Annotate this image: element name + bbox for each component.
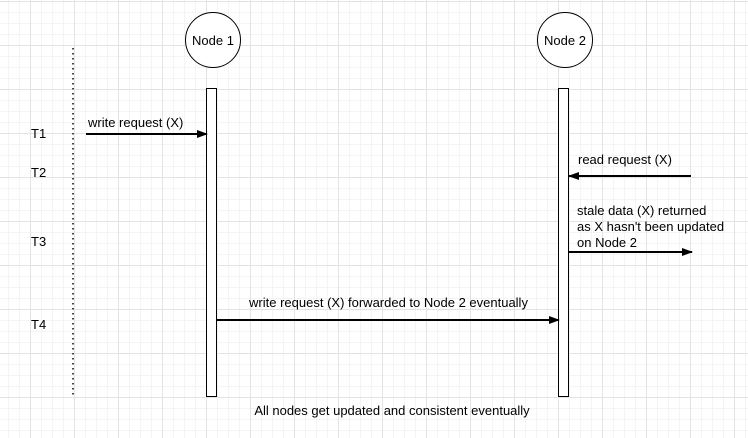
stale-data-line-3: on Node 2 [577,235,637,250]
time-label-t2: T2 [31,165,47,180]
message-arrow-write-request [86,129,208,139]
arrowhead-right-icon [197,129,208,138]
arrow-line [86,133,207,135]
diagram-caption: All nodes get updated and consistent eve… [254,403,530,418]
arrow-line [569,175,691,177]
node-2-label: Node 2 [544,32,586,48]
time-label-t3: T3 [31,234,47,249]
node-2-circle: Node 2 [537,12,593,68]
arrow-line [217,319,559,321]
message-label-write-forwarded: write request (X) forwarded to Node 2 ev… [249,295,528,310]
message-label-write-request: write request (X) [88,115,184,130]
timeline-dotted-line [72,48,74,398]
node-1-circle: Node 1 [185,12,241,68]
arrowhead-right-icon [682,247,693,256]
stale-data-line-2: as X hasn't been updated [577,219,725,234]
arrowhead-right-icon [549,315,560,324]
message-arrow-read-request [568,171,691,181]
node-2-lifeline [558,88,569,397]
node-1-lifeline [206,88,217,397]
message-arrow-stale-data [569,247,693,257]
message-label-stale-data: stale data (X) returned as X hasn't been… [577,203,724,251]
node-1-label: Node 1 [192,32,234,48]
arrowhead-left-icon [568,171,579,180]
time-label-t4: T4 [31,317,47,332]
time-label-t1: T1 [31,126,47,141]
arrow-line [569,251,692,253]
message-arrow-write-forwarded [217,315,560,325]
stale-data-line-1: stale data (X) returned [577,203,707,218]
message-label-read-request: read request (X) [578,152,672,167]
